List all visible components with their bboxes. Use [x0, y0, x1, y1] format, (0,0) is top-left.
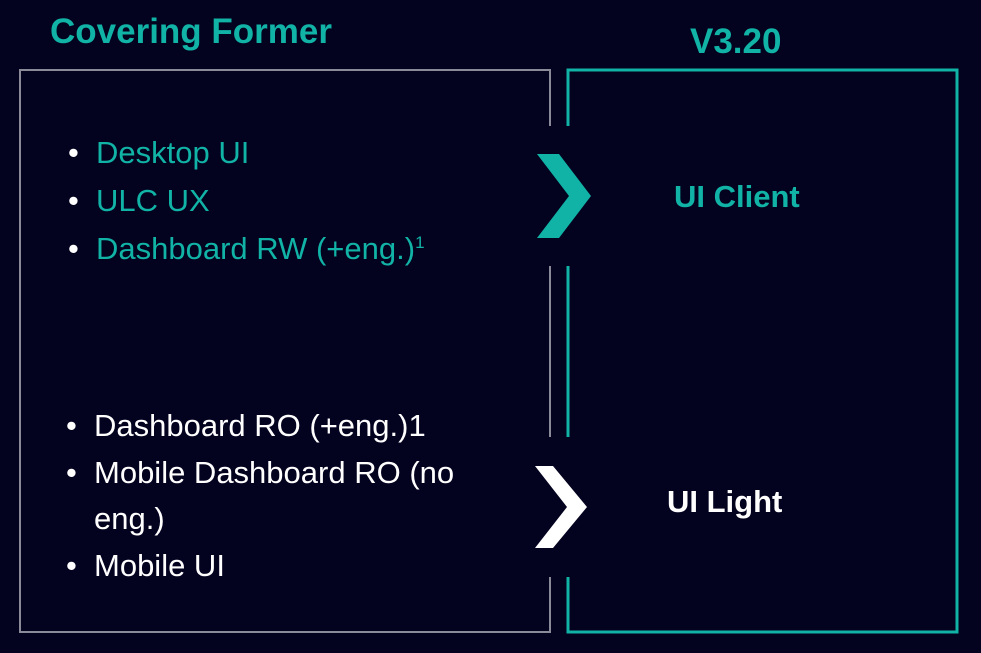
footnote-marker: 1 [415, 233, 425, 252]
right-panel-heading: V3.20 [690, 22, 782, 61]
list-item-label: Dashboard RO (+eng.)1 [94, 408, 426, 443]
list-item: Dashboard RW (+eng.)1 [68, 225, 425, 273]
right-panel-frame [566, 68, 959, 634]
list-item: Mobile Dashboard RO (no eng.) [66, 450, 494, 542]
left-panel-frame [19, 69, 551, 633]
chevron-right-icon [537, 154, 591, 238]
list-item-label: ULC UX [96, 183, 210, 218]
list-item: ULC UX [68, 177, 425, 225]
list-item: Desktop UI [68, 129, 425, 177]
list-item: Dashboard RO (+eng.)1 [66, 402, 494, 450]
former-ui-list-group1: Desktop UI ULC UX Dashboard RW (+eng.)1 [68, 129, 425, 273]
list-item-label: Dashboard RW (+eng.) [96, 231, 416, 266]
former-ui-list-group2: Dashboard RO (+eng.)1 Mobile Dashboard R… [66, 402, 494, 590]
list-item: Mobile UI [66, 542, 494, 590]
target-ui-light: UI Light [667, 484, 783, 519]
left-panel-heading: Covering Former [50, 12, 332, 51]
list-item-label: Mobile Dashboard RO (no eng.) [94, 455, 455, 536]
target-ui-client: UI Client [674, 179, 800, 214]
list-item-label: Mobile UI [94, 548, 225, 583]
chevron-right-icon [535, 466, 587, 548]
list-item-label: Desktop UI [96, 135, 250, 170]
